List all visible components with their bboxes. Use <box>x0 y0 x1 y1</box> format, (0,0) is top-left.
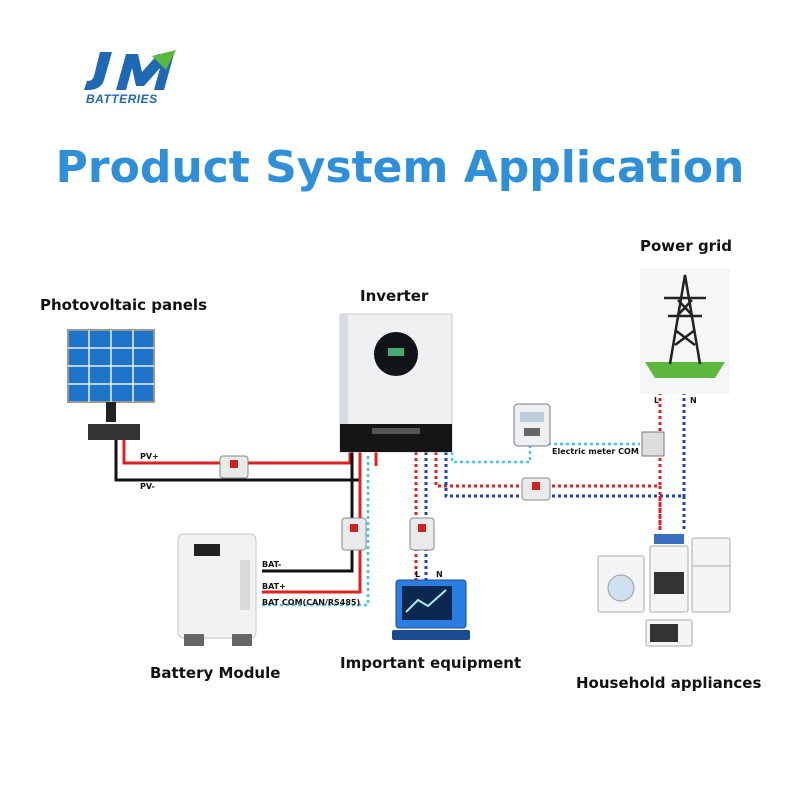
inverter-label: Inverter <box>360 287 429 305</box>
logo-subtitle: BATTERIES <box>86 92 158 106</box>
bat-com-label: BAT COM(CAN/RS485) <box>262 598 361 607</box>
pv-plus-label: PV+ <box>140 452 159 461</box>
pv-breaker-icon <box>219 455 249 479</box>
pv-minus-label: PV- <box>140 482 155 491</box>
battery-breaker-icon <box>341 517 367 551</box>
battery-module-icon <box>177 533 257 646</box>
jm-logo-icon <box>84 50 176 90</box>
solar-panel-icon <box>67 329 155 440</box>
equipment-breaker-icon <box>409 517 435 551</box>
equipment-l-label: L <box>415 570 421 579</box>
power-grid-icon <box>640 268 730 394</box>
page-title: Product System Application <box>55 142 745 193</box>
grid-n-label: N <box>690 396 697 405</box>
inverter-icon <box>339 313 453 453</box>
equipment-n-label: N <box>436 570 443 579</box>
battery-module-label: Battery Module <box>150 664 281 682</box>
grid-l-label: L <box>654 396 660 405</box>
important-equipment-label: Important equipment <box>340 654 522 672</box>
brand-logo: BATTERIES <box>82 48 182 112</box>
grid-breaker-icon <box>521 477 551 501</box>
grid-switch-icon <box>641 431 665 457</box>
power-grid-label: Power grid <box>640 237 732 255</box>
meter-com-label: Electric meter COM <box>552 447 639 456</box>
bat-plus-label: BAT+ <box>262 582 286 591</box>
household-appliances-icon <box>597 534 731 647</box>
computer-icon <box>392 579 470 640</box>
pv-panels-label: Photovoltaic panels <box>40 296 208 314</box>
household-appliances-label: Household appliances <box>576 674 762 692</box>
electric-meter-icon <box>513 403 551 447</box>
bat-minus-label: BAT- <box>262 560 282 569</box>
